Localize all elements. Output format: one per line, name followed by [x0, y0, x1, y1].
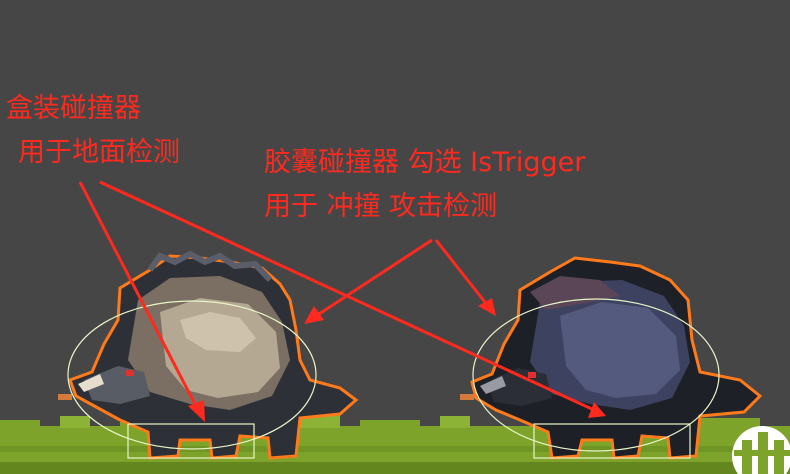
capsule-collider-right[interactable] [472, 298, 720, 452]
box-collider-title: 盒装碰撞器 [6, 93, 141, 124]
box-collider-usage: 用于地面检测 [18, 137, 180, 168]
box-collider-left[interactable] [127, 423, 255, 459]
capsule-collider-left[interactable] [67, 300, 317, 450]
globe-icon[interactable] [732, 426, 790, 474]
boar-dark-sprite[interactable] [460, 256, 763, 460]
annotation-arrows [78, 180, 606, 422]
capsule-collider-title: 胶囊碰撞器 勾选 IsTrigger [264, 147, 586, 178]
box-collider-right[interactable] [533, 423, 691, 459]
capsule-collider-usage: 用于 冲撞 攻击检测 [264, 191, 498, 222]
